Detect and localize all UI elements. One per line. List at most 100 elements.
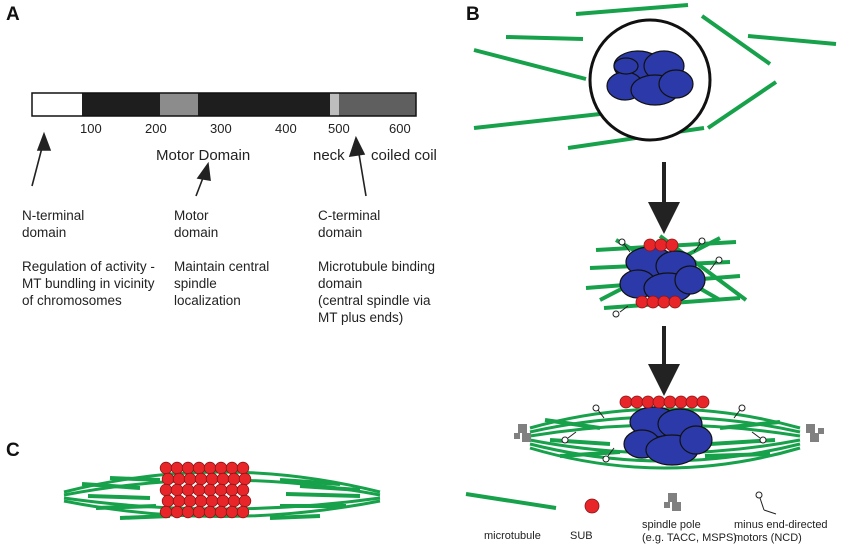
panel-c-sub-circle [194,472,208,486]
protein-segment-coiled-coil [339,93,416,116]
motor-domain-label: Motor Domain [156,147,251,164]
stage1-chromosomes [606,50,694,106]
legend-line: motors (NCD) [734,532,802,544]
panel-c-sub-array [159,461,252,519]
panel-c-sub-circle [170,505,184,519]
desc-body-line: spindle [174,276,217,291]
tick-300: 300 [210,121,232,136]
desc-body-line: Maintain central [174,259,270,274]
desc-body-line: MT bundling in vicinity [22,276,155,291]
tick-100: 100 [80,121,102,136]
panel-c-short-microtubules [81,476,361,520]
legend-motors-label: minus end-directed motors (NCD) [734,519,846,545]
panel-c-sub-circle [183,472,197,486]
tick-400: 400 [275,121,297,136]
panel-c-sub-circle [216,472,230,486]
desc-title-line: C-terminal [318,208,381,223]
tick-500: 500 [328,121,350,136]
desc-body-line: MT plus ends) [318,310,404,325]
desc-body-line: Microtubule binding [318,259,436,274]
panel-c-sub-circle [161,472,175,486]
stage3-sub [619,395,710,409]
panel-c-sub-circle [192,505,206,519]
panel-c-sub-circle [238,472,252,486]
protein-segment-motor-1 [82,93,160,116]
stage3-motors [561,404,767,463]
neck-label: neck [313,147,345,164]
panel-c-sub-circle [170,483,184,497]
panel-c-sub-circle [181,461,195,475]
legend-motor-swatch [755,491,777,515]
panel-c-sub-circle [236,505,250,519]
desc-title-line: domain [318,225,363,240]
legend-microtubule-swatch [465,492,557,510]
protein-segment-motor-grey [160,93,198,116]
legend-sub-swatch [584,498,600,514]
legend-line: minus end-directed [734,519,828,531]
panel-c-sub-circle [236,483,250,497]
desc-body-line: of chromosomes [22,293,122,308]
panel-c-sub-circle [161,494,175,508]
panel-c-sub-circle [172,494,186,508]
desc-body-line: Regulation of activity - [22,259,155,274]
panel-c-sub-circle [172,472,186,486]
panel-c-sub-circle [194,494,208,508]
panel-c-sub-circle [238,494,252,508]
motor-description: Motor domain Maintain central spindle lo… [174,207,304,309]
panel-label-b: B [466,4,480,25]
panel-label-c: C [6,440,20,461]
motor-arrowhead [196,161,211,181]
n-terminal-arrowhead [36,131,52,151]
legend-line: spindle pole [642,519,701,531]
desc-title-line: domain [22,225,67,240]
desc-title-line: Motor [174,208,209,223]
panel-c-sub-circle [183,494,197,508]
panel-c-sub-circle [203,505,217,519]
panel-c-sub-circle [216,494,230,508]
stage2-motors [612,237,723,318]
c-terminal-description: C-terminal domain Microtubule binding do… [318,207,468,326]
protein-segment-n-terminal [32,93,82,116]
panel-c-sub-circle [205,494,219,508]
tick-600: 600 [389,121,411,136]
panel-c-sub-circle [225,483,239,497]
protein-segment-motor-2 [198,93,330,116]
c-terminal-arrow [357,147,367,197]
panel-c-sub-circle [159,505,173,519]
desc-title-line: domain [174,225,219,240]
desc-body-line: (central spindle via [318,293,431,308]
c-terminal-arrowhead [348,135,366,157]
desc-title-line: N-terminal [22,208,85,223]
panel-c-sub-circle [227,494,241,508]
panel-c-sub-circle [225,461,239,475]
legend-line: (e.g. TACC, MSPS) [642,532,737,544]
panel-c-sub-circle [225,505,239,519]
panel-c-sub-circle [192,461,206,475]
panel-c-sub-circle [181,505,195,519]
protein-segment-neck [330,93,339,116]
panel-c-sub-circle [214,505,228,519]
panel-c-sub-circle [159,483,173,497]
panel-c-sub-circle [203,483,217,497]
panel-c-sub-circle [159,461,173,475]
panel-c-sub-circle [203,461,217,475]
spindle-poles [514,424,824,442]
stage2-chromosomes [619,246,706,304]
desc-body-line: domain [318,276,363,291]
desc-body-line: localization [174,293,241,308]
panel-c-sub-circle [192,483,206,497]
panel-c-sub-circle [170,461,184,475]
protein-domain-bar [31,92,417,117]
panel-c-sub-circle [205,472,219,486]
panel-c-sub-circle [236,461,250,475]
stage3-chromosomes [623,406,713,466]
panel-c-sub-circle [227,472,241,486]
tick-200: 200 [145,121,167,136]
panel-label-a: A [6,4,20,25]
stage2-sub [635,238,682,309]
protein-bar-outline [31,92,417,117]
n-terminal-description: N-terminal domain Regulation of activity… [22,207,182,309]
legend-microtubule-label: microtubule [484,530,541,542]
